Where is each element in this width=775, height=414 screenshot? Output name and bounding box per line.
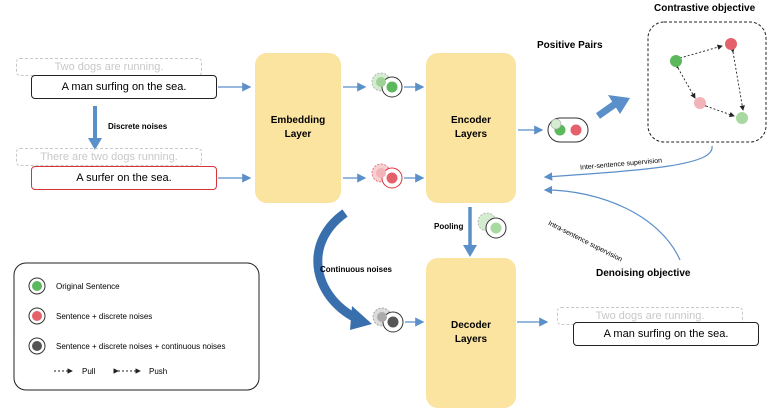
intra-sentence-arrow [543, 185, 681, 261]
contrastive-red-1 [725, 38, 737, 50]
inter-sentence-arrow [543, 145, 713, 181]
contrastive-arrow [595, 101, 618, 119]
pooled-vector-icon [477, 212, 507, 239]
embedding-label-2: Layer [284, 129, 312, 140]
legend-original-label: Original Sentence [56, 282, 120, 291]
encoder-label-1: Encoder [450, 115, 491, 126]
contrastive-red-light [694, 97, 706, 109]
decoder-label-1: Decoder [450, 320, 491, 331]
encoder-label-2: Layers [454, 129, 488, 140]
decoder-label-2: Layers [454, 334, 488, 345]
continuous-noised-pair-icon [372, 307, 404, 333]
encoder-layers-block: Encoder Layers [426, 53, 516, 203]
continuous-noises-label: Continuous noises [320, 265, 392, 274]
input-sentence-bottom: A surfer on the sea. [31, 166, 217, 190]
pull-line-2 [700, 101, 735, 118]
legend-discrete-label: Sentence + discrete noises [56, 312, 153, 321]
embed-top-pair-icon [371, 72, 403, 98]
positive-pairs-label: Positive Pairs [537, 40, 603, 51]
embed-bottom-pair-icon [371, 163, 403, 189]
output-sentence: A man surfing on the sea. [573, 322, 759, 346]
pooling-label: Pooling [434, 222, 464, 231]
continuous-noises-arrow [313, 209, 362, 325]
discrete-noises-label: Discrete noises [108, 122, 168, 131]
input-ghost-top: Two dogs are running. [16, 58, 202, 76]
contrastive-green-1 [670, 55, 682, 67]
decoder-layers-block: Decoder Layers [426, 258, 516, 408]
input-ghost-bottom: There are two dogs running. [16, 148, 202, 166]
push-line-2 [729, 47, 745, 111]
contrastive-box [647, 21, 767, 143]
denoising-objective-label: Denoising objective [596, 268, 691, 279]
contrastive-green-light [736, 112, 748, 124]
legend-box [13, 262, 260, 391]
input-sentence-top: A man surfing on the sea. [31, 75, 217, 99]
legend-push-label: Push [149, 367, 168, 376]
legend-pull-label: Pull [82, 367, 96, 376]
pull-line [674, 44, 723, 62]
contrastive-objective-label: Contrastive objective [654, 3, 756, 14]
embedding-label-1: Embedding [270, 115, 326, 126]
push-line-1 [673, 62, 696, 99]
embedding-layer-block: Embedding Layer [255, 53, 341, 203]
legend-continuous-label: Sentence + discrete noises + continuous … [56, 342, 226, 351]
positive-pair-icon [547, 117, 589, 143]
